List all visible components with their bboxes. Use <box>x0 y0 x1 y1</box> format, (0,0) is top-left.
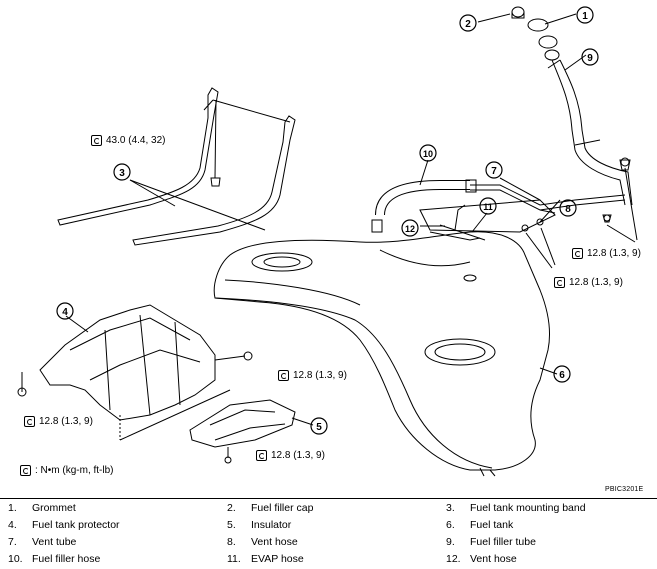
torque-spec-vent-tube: 12.8 (1.3, 9) <box>554 277 623 288</box>
list-item: 12.Vent hose <box>446 553 517 565</box>
callout-4: 4 <box>62 307 68 318</box>
torque-wrench-icon <box>572 248 583 259</box>
list-item: 2.Fuel filler cap <box>227 502 314 514</box>
callout-6: 6 <box>559 370 565 381</box>
list-item: 10.Fuel filler hose <box>8 553 101 565</box>
torque-wrench-icon <box>278 370 289 381</box>
torque-wrench-icon <box>24 416 35 427</box>
fuel-filler-tube-drawing <box>470 6 633 223</box>
torque-unit-legend: : N•m (kg-m, ft-lb) <box>20 465 114 476</box>
callout-10: 10 <box>423 149 433 159</box>
callout-7: 7 <box>491 166 497 177</box>
torque-wrench-icon <box>20 465 31 476</box>
torque-spec-protector-bolt: 12.8 (1.3, 9) <box>278 370 347 381</box>
list-item: 9.Fuel filler tube <box>446 536 536 548</box>
list-item: 6.Fuel tank <box>446 519 514 531</box>
list-item: 4.Fuel tank protector <box>8 519 120 531</box>
list-item: 3.Fuel tank mounting band <box>446 502 586 514</box>
fuel-tank-protector-drawing <box>17 304 253 441</box>
vent-and-evap-hoses-drawing <box>419 199 561 241</box>
torque-spec-insulator-nut: 12.8 (1.3, 9) <box>256 450 325 461</box>
callout-circles <box>56 6 599 435</box>
list-item: 8.Vent hose <box>227 536 298 548</box>
list-item: 1.Grommet <box>8 502 76 514</box>
torque-wrench-icon <box>256 450 267 461</box>
callout-12: 12 <box>405 224 415 234</box>
list-item: 11.EVAP hose <box>227 553 304 565</box>
callout-2: 2 <box>465 19 471 30</box>
torque-spec-mounting-band: 43.0 (4.4, 32) <box>91 135 165 146</box>
torque-spec-filler-tube: 12.8 (1.3, 9) <box>572 248 641 259</box>
callout-5: 5 <box>316 422 322 433</box>
fuel-tank-drawing <box>213 231 551 477</box>
callout-leaders <box>65 13 638 426</box>
torque-spec-protector-nut: 12.8 (1.3, 9) <box>24 416 93 427</box>
figure-code: PBIC3201E <box>605 486 644 493</box>
torque-wrench-icon <box>554 277 565 288</box>
insulator-drawing <box>189 399 296 464</box>
callout-3: 3 <box>119 168 125 179</box>
callout-8: 8 <box>565 204 571 215</box>
callout-numbers: 1 2 3 4 5 6 7 8 9 10 11 12 <box>62 11 593 433</box>
callout-9: 9 <box>587 53 593 64</box>
fuel-filler-hose-drawing <box>371 159 477 233</box>
torque-wrench-icon <box>91 135 102 146</box>
fuel-tank-exploded-diagram: 1 2 3 4 5 6 7 8 9 10 11 12 <box>17 6 638 477</box>
callout-1: 1 <box>582 11 588 22</box>
callout-11: 11 <box>483 202 493 212</box>
list-item: 5.Insulator <box>227 519 292 531</box>
list-item: 7.Vent tube <box>8 536 77 548</box>
fuel-tank-mounting-bands-drawing <box>57 87 296 246</box>
divider <box>0 498 657 499</box>
